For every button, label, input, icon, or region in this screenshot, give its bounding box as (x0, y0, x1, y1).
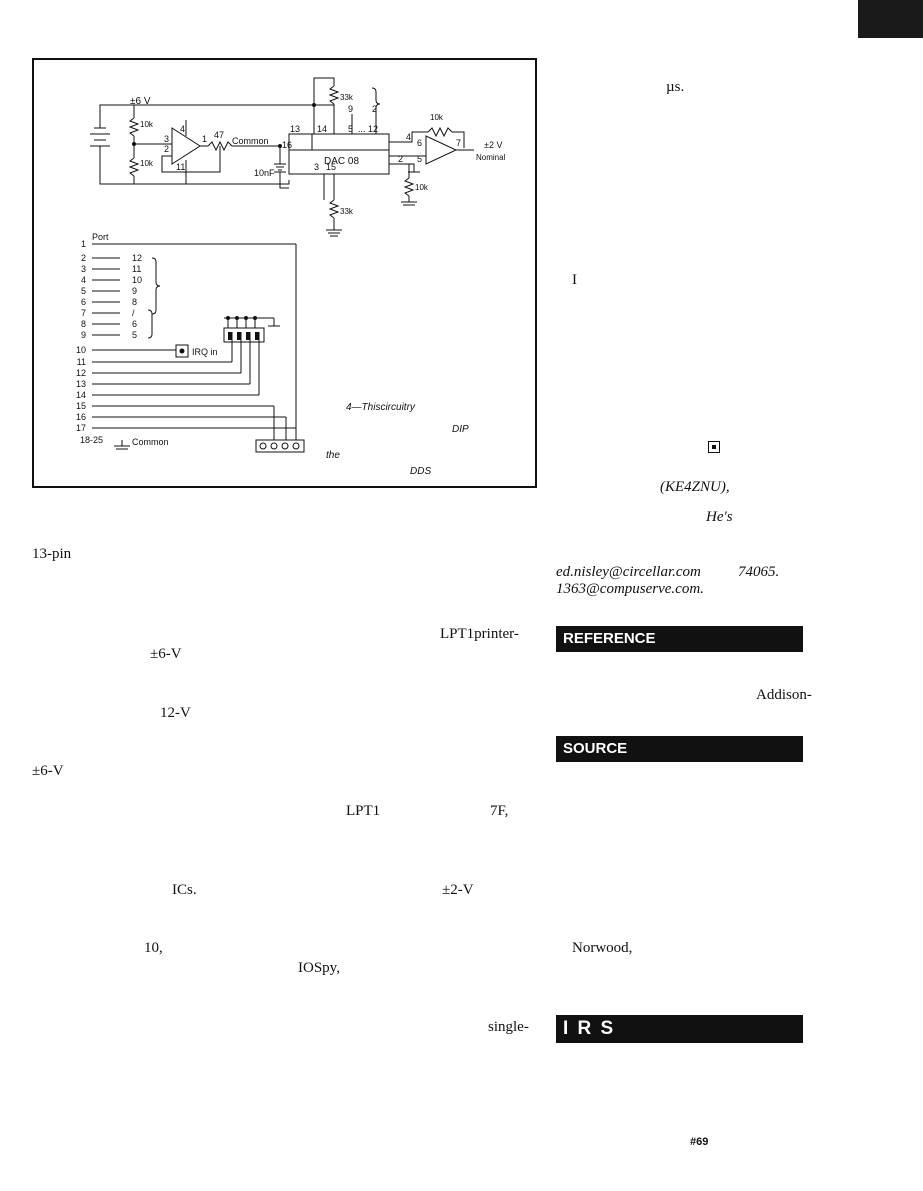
dac-pin-label: 13 (290, 124, 300, 134)
text-fragment: ±6-V (32, 763, 64, 779)
corner-tab (858, 0, 923, 38)
port-pin-label: 8 (81, 319, 86, 329)
port-label: Port (92, 232, 109, 242)
r-series-label: 47 (214, 130, 224, 140)
irq-label: IRQ in (192, 347, 218, 357)
source-heading: SOURCE (556, 736, 803, 762)
port-pin-label: 14 (76, 390, 86, 400)
text-fragment: (KE4ZNU), (660, 479, 730, 495)
opamp1-pin-label: 1 (202, 134, 207, 144)
port-pin-label: 13 (76, 379, 86, 389)
opamp1-pin-label: 3 (164, 134, 169, 144)
text-fragment: Addison- (756, 687, 812, 703)
opamp2-pin-label: 4 (406, 132, 411, 142)
text-fragment: Norwood, (572, 940, 633, 956)
port-pin-label: 6 (81, 297, 86, 307)
text-fragment: LPT1printer- (440, 626, 519, 642)
dac-bit-label: 10 (132, 275, 142, 285)
text-fragment: 10, (144, 940, 163, 956)
dac-bit-label: 12 (132, 253, 142, 263)
dac-bit-label: 6 (132, 319, 137, 329)
end-mark-icon (708, 441, 720, 453)
source-heading-label: SOURCE (563, 740, 628, 757)
text-fragment: 13-pin (32, 546, 72, 562)
opamp2-pin-label: 6 (417, 138, 422, 148)
text-fragment: µs. (666, 79, 685, 95)
caption-fragment: DDS (410, 466, 431, 477)
dac-bit-label: 11 (132, 264, 141, 274)
text-fragment: ±6-V (150, 646, 182, 662)
port-pin-label: 10 (76, 345, 86, 355)
r-divider-top-label: 10k (140, 120, 154, 129)
port-pin-label: 5 (81, 286, 86, 296)
dac-pin-label: 14 (317, 124, 327, 134)
text-fragment: ±2-V (442, 882, 474, 898)
dac-pin-label: ... 12 (358, 124, 378, 134)
caption-fragment: DIP (452, 424, 469, 435)
page-number: #69 (690, 1136, 709, 1148)
port-pin-label: 7 (81, 308, 86, 318)
schematic-figure: ±6 V 10k 10k 4 3 2 1 11 47 Common 10nF 3… (76, 77, 506, 477)
dac-pin-label: 2 (372, 104, 377, 114)
irs-heading: I R S (556, 1015, 803, 1043)
port-pin-label: 3 (81, 264, 86, 274)
output-nominal-label: Nominal (476, 153, 506, 162)
port-pin-label: 2 (81, 253, 86, 263)
dac-bit-label: / (132, 308, 135, 318)
port-pin-label: 9 (81, 330, 86, 340)
wiring-common-label: Common (132, 437, 169, 447)
r-feedback-label: 10k (430, 113, 444, 122)
text-fragment: single- (488, 1019, 529, 1035)
reference-heading: REFERENCE (556, 626, 803, 652)
email-link[interactable]: 1363@compuserve.com. (556, 581, 704, 597)
text-fragment: LPT1 (346, 803, 381, 819)
port-pin-label: 12 (76, 368, 86, 378)
r-out-gnd-label: 10k (415, 183, 429, 192)
r-ref-top-label: 33k (340, 93, 354, 102)
port-pin-label: 15 (76, 401, 86, 411)
cap-label: 10nF (254, 168, 275, 178)
dac-label: DAC 08 (324, 156, 359, 167)
opamp2-pin-label: 7 (456, 138, 461, 148)
caption-fragment: 4—Thiscircuitry (346, 402, 416, 413)
irs-heading-label: I R S (563, 1018, 616, 1039)
dac-pin-label: 3 (314, 162, 319, 172)
port-pin-label: 1 (81, 239, 86, 249)
r-ref-bottom-label: 33k (340, 207, 354, 216)
text-fragment: IOSpy, (298, 960, 340, 976)
email-link[interactable]: ed.nisley@circellar.com (556, 564, 701, 580)
supply-label: ±6 V (130, 96, 151, 107)
dac-pin-label: 5 (348, 124, 353, 134)
opamp1-pin-label: 4 (180, 124, 185, 134)
text-fragment: 7F, (490, 803, 509, 819)
dac-pin-label: 16 (282, 140, 292, 150)
text-fragment: He's (706, 509, 733, 525)
caption-fragment: the (326, 450, 340, 461)
text-fragment: 74065. (738, 564, 780, 580)
common-label: Common (232, 136, 269, 146)
opamp1-pin-label: 2 (164, 144, 169, 154)
reference-heading-label: REFERENCE (563, 630, 656, 647)
text-fragment: I (572, 272, 577, 288)
port-pin-label: 11 (77, 357, 86, 367)
output-voltage-label: ±2 V (484, 140, 502, 150)
port-pin-label: 4 (81, 275, 86, 285)
opamp2-pin-label: 2 (398, 154, 403, 164)
text-fragment: 12-V (160, 705, 191, 721)
dac-pin-label: 15 (326, 162, 336, 172)
port-pin-label: 17 (76, 423, 86, 433)
dac-pin-label: 9 (348, 104, 353, 114)
r-divider-bottom-label: 10k (140, 159, 154, 168)
port-pin-label: 18-25 (80, 435, 103, 445)
opamp2-pin-label: 5 (417, 154, 422, 164)
figure-box: ±6 V 10k 10k 4 3 2 1 11 47 Common 10nF 3… (32, 58, 537, 488)
dac-bit-label: 9 (132, 286, 137, 296)
opamp1-pin-label: 11 (176, 162, 185, 172)
port-pin-label: 16 (76, 412, 86, 422)
text-fragment: ICs. (172, 882, 197, 898)
dac-bit-label: 8 (132, 297, 137, 307)
dac-bit-label: 5 (132, 330, 137, 340)
